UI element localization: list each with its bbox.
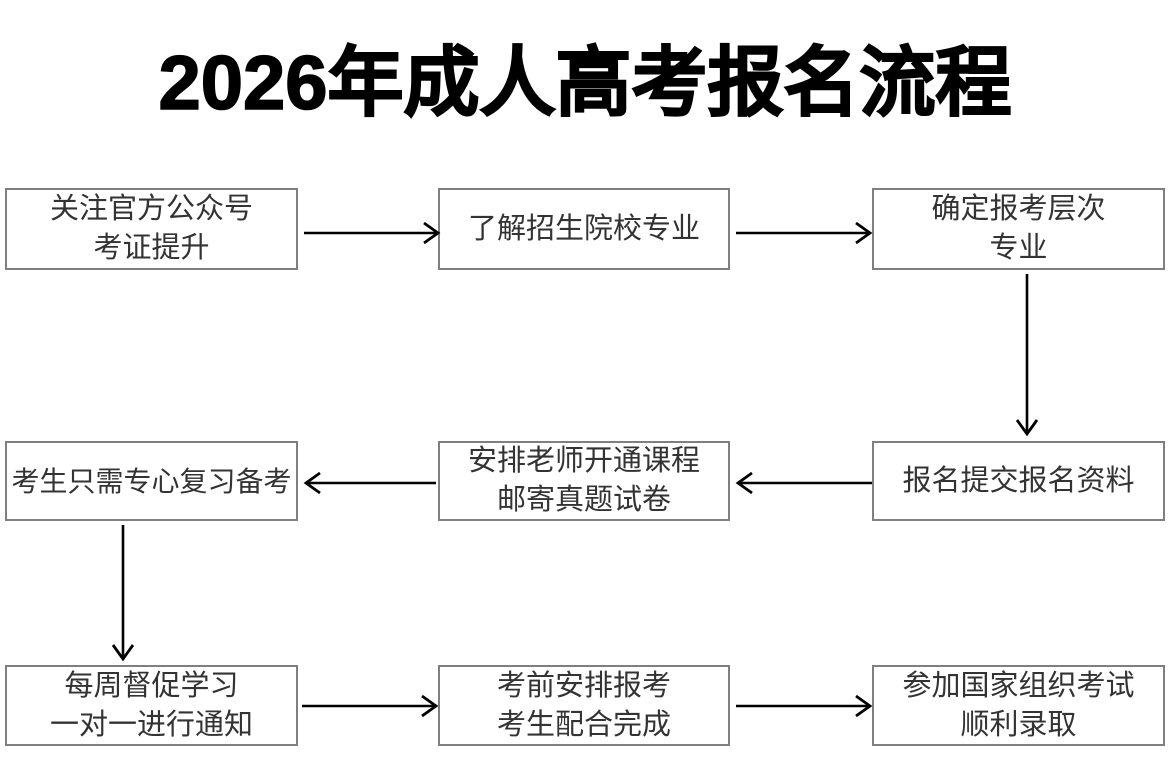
flow-node-pre-exam-registration[interactable]: 考前安排报考 考生配合完成 [438,665,730,746]
flow-node-line: 专业 [989,232,1048,264]
flow-node-line: 了解招生院校专业 [467,212,700,245]
flow-node-take-national-exam[interactable]: 参加国家组织考试 顺利录取 [872,665,1165,746]
flow-node-line: 确定报考层次 [931,193,1106,225]
flow-node-line: 考证提升 [93,232,210,264]
flow-node-line: 邮寄真题试卷 [496,484,671,516]
arrow-right-weekly-to-preexam [302,694,439,718]
arrow-right-preexam-to-exam [736,694,873,718]
flow-node-line: 考生只需专心复习备考 [11,465,292,497]
arrow-left-teacher-to-student [303,471,436,495]
flow-node-line: 安排老师开通课程 [467,445,700,477]
page-title: 2026年成人高考报名流程 [158,40,1013,127]
arrow-left-submit-to-teacher [735,471,872,495]
arrow-right-follow-to-schools [304,221,441,245]
flow-node-teacher-opens-course[interactable]: 安排老师开通课程 邮寄真题试卷 [438,441,730,521]
flow-node-weekly-study-supervision[interactable]: 每周督促学习 一对一进行通知 [5,665,298,746]
arrow-down-student-to-weekly [111,525,135,662]
flow-node-line: 关注官方公众号 [49,193,253,225]
flow-node-line: 顺利录取 [960,708,1077,741]
flow-node-line: 每周督促学习 [64,669,239,702]
flow-node-student-focus-review[interactable]: 考生只需专心复习备考 [5,441,298,521]
arrow-right-schools-to-level [736,221,873,245]
flow-node-line: 考生配合完成 [496,708,671,741]
flow-node-line: 报名提交报名资料 [902,464,1135,497]
flow-node-submit-registration-materials[interactable]: 报名提交报名资料 [872,441,1165,521]
flow-node-line: 一对一进行通知 [49,708,253,741]
flow-node-confirm-level-major[interactable]: 确定报考层次 专业 [872,188,1165,270]
flow-node-line: 参加国家组织考试 [902,669,1135,702]
arrow-down-level-to-submit [1015,274,1039,437]
flow-node-line: 考前安排报考 [496,669,671,702]
flow-node-follow-official-account[interactable]: 关注官方公众号 考证提升 [5,188,298,270]
flow-node-learn-schools-majors[interactable]: 了解招生院校专业 [438,188,730,270]
